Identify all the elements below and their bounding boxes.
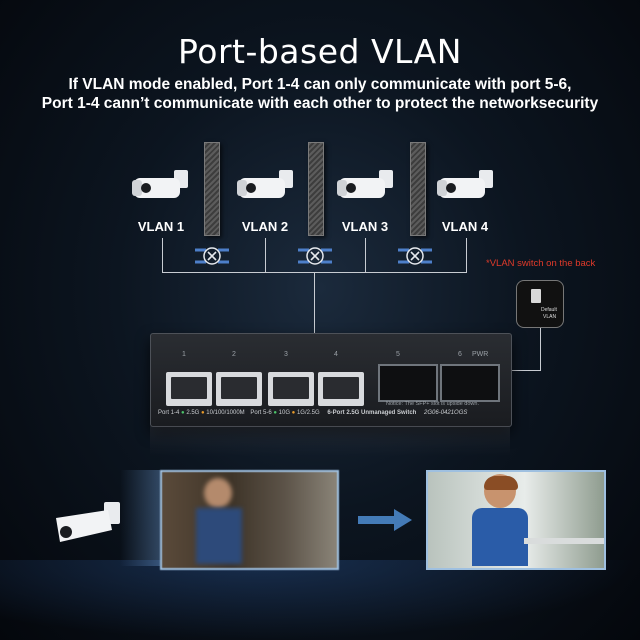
rj45-port-2 — [216, 372, 262, 406]
rj45-port-3 — [268, 372, 314, 406]
pwr-label: PWR — [472, 351, 489, 358]
person-body — [472, 508, 528, 566]
legend-25g: 2.5G — [186, 410, 200, 416]
dip-switch-icon — [531, 289, 541, 303]
vlan-label-1: VLAN 1 — [137, 219, 185, 234]
sfp-notice: Notice: The SFP+ slot is upside down. — [386, 401, 479, 407]
security-camera-icon — [56, 502, 120, 542]
person-body — [196, 508, 242, 564]
person-hair — [484, 476, 518, 490]
vlan-line-1 — [162, 238, 163, 272]
legend-10g: 10G — [278, 410, 290, 416]
sfp-port-5 — [378, 364, 438, 402]
port-number-2: 2 — [232, 351, 236, 358]
rj45-port-4 — [318, 372, 364, 406]
security-camera-icon — [437, 170, 493, 198]
arrow-right-icon — [358, 509, 412, 531]
port-number-3: 3 — [284, 351, 288, 358]
person-head — [204, 478, 232, 508]
floor-glow — [0, 560, 640, 640]
inset-connector-vertical — [540, 326, 541, 370]
legend-1g25g: 1G/2.5G — [296, 410, 320, 416]
port-number-4: 4 — [334, 351, 338, 358]
legend-1000m: 10/100/1000M — [206, 410, 245, 416]
vlan-label-3: VLAN 3 — [341, 219, 389, 234]
vlan-dip-switch-inset: Default VLAN — [516, 280, 564, 328]
blurred-camera-view — [160, 470, 339, 570]
vlan-switch-note: *VLAN switch on the back — [486, 258, 596, 269]
sfp-port-6 — [440, 364, 500, 402]
subtitle-line-2: Port 1-4 cann’t communicate with each ot… — [41, 95, 599, 112]
rj45-port-1 — [166, 372, 212, 406]
isolation-wall-2 — [308, 142, 324, 236]
page-title: Port-based VLAN — [178, 32, 462, 71]
inset-label-default: Default — [541, 307, 557, 313]
inset-label-vlan: VLAN — [543, 314, 557, 320]
camera-beam — [120, 470, 160, 566]
vlan-line-2 — [265, 238, 266, 272]
vlan-line-3 — [365, 238, 366, 272]
security-camera-icon — [237, 170, 293, 198]
inset-connector-horizontal — [510, 370, 541, 371]
switch-legend: Port 1-4 ● 2.5G ● 10/100/1000M Port 5-6 … — [158, 410, 468, 416]
clear-camera-view — [426, 470, 606, 570]
isolation-wall-1 — [204, 142, 220, 236]
legend-port14: Port 1-4 — [158, 410, 180, 416]
model-number: 2G06-0421OGS — [424, 410, 468, 416]
blocked-x-icon — [195, 247, 229, 265]
vlan-label-2: VLAN 2 — [241, 219, 289, 234]
port-number-1: 1 — [182, 351, 186, 358]
switch-reflection — [150, 426, 510, 456]
security-camera-icon — [337, 170, 393, 198]
subtitle-line-1: If VLAN mode enabled, Port 1-4 can only … — [68, 76, 572, 93]
uplink-line — [314, 272, 315, 334]
vlan-label-4: VLAN 4 — [441, 219, 489, 234]
port-number-6: 6 — [458, 351, 462, 358]
security-camera-icon — [132, 170, 188, 198]
sink-counter — [524, 538, 604, 544]
isolation-wall-3 — [410, 142, 426, 236]
model-description: 6-Port 2.5G Unmanaged Switch — [327, 410, 417, 416]
vlan-line-4 — [466, 238, 467, 272]
blocked-x-icon — [298, 247, 332, 265]
legend-port56: Port 5-6 — [250, 410, 272, 416]
port-number-5: 5 — [396, 351, 400, 358]
blocked-x-icon — [398, 247, 432, 265]
